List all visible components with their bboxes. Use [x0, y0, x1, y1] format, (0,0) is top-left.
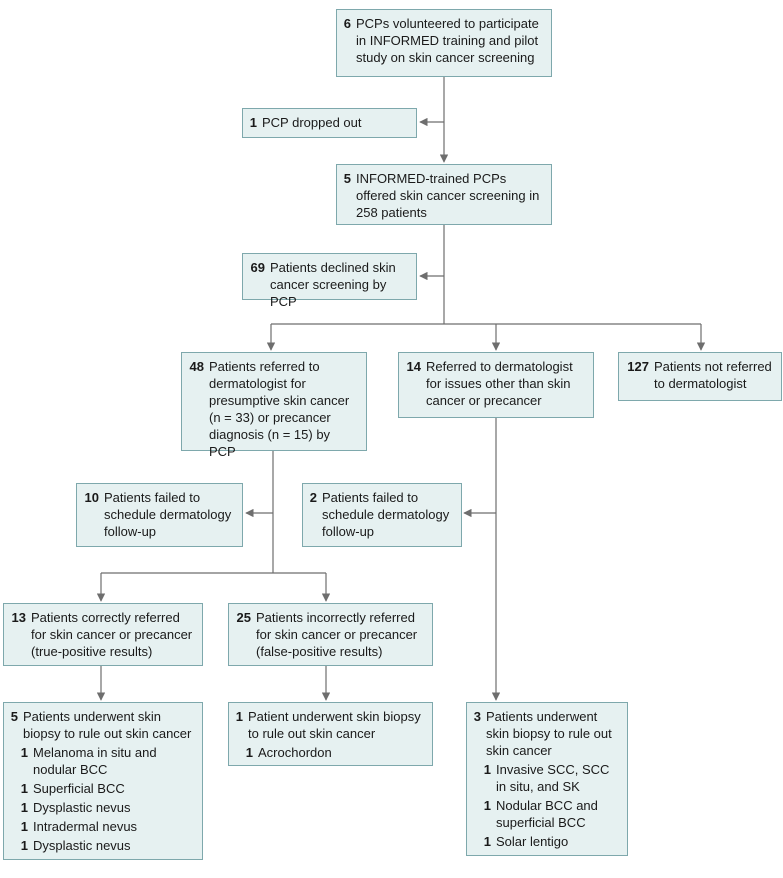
biopsy-result-item: 1Invasive SCC, SCC in situ, and SK: [483, 762, 610, 794]
box-failed-schedule-right: 2Patients failed to schedule dermatology…: [302, 483, 462, 547]
box-correctly-referred: 13Patients correctly referred for skin c…: [3, 603, 203, 666]
biopsy-result-item: 1Intradermal nevus: [20, 819, 138, 834]
box-failed-schedule-left: 10Patients failed to schedule dermatolog…: [76, 483, 243, 547]
biopsy-result-item: 1Superficial BCC: [20, 781, 125, 796]
box-patients-referred: 48Patients referred to dermatologist for…: [181, 352, 367, 459]
box-patients-declined: 69Patients declined skin cancer screenin…: [242, 253, 417, 309]
biopsy-result-item: 1Dysplastic nevus: [20, 838, 131, 853]
biopsy-result-item: 1Acrochordon: [245, 745, 332, 760]
box-referred-other-issues: 14Referred to dermatologist for issues o…: [398, 352, 594, 418]
box-pcp-dropped-out: 1PCP dropped out: [242, 108, 417, 138]
box-trained-pcps: 5INFORMED-trained PCPs offered skin canc…: [336, 164, 552, 225]
box-not-referred: 127Patients not referred to dermatologis…: [618, 352, 782, 401]
biopsy-result-item: 1Dysplastic nevus: [20, 800, 131, 815]
box-biopsy-false-positive: 1Patient underwent skin biopsy to rule o…: [228, 702, 433, 766]
box-incorrectly-referred: 25Patients incorrectly referred for skin…: [228, 603, 433, 666]
biopsy-result-item: 1Nodular BCC and superficial BCC: [483, 798, 598, 830]
biopsy-result-item: 1Melanoma in situ and nodular BCC: [20, 745, 157, 777]
box-biopsy-other-issues: 3Patients underwent skin biopsy to rule …: [466, 702, 628, 856]
box-biopsy-true-positive: 5Patients underwent skin biopsy to rule …: [3, 702, 203, 860]
box-pcps-volunteered: 6PCPs volunteered to participate in INFO…: [336, 9, 552, 77]
biopsy-result-item: 1Solar lentigo: [483, 834, 569, 849]
